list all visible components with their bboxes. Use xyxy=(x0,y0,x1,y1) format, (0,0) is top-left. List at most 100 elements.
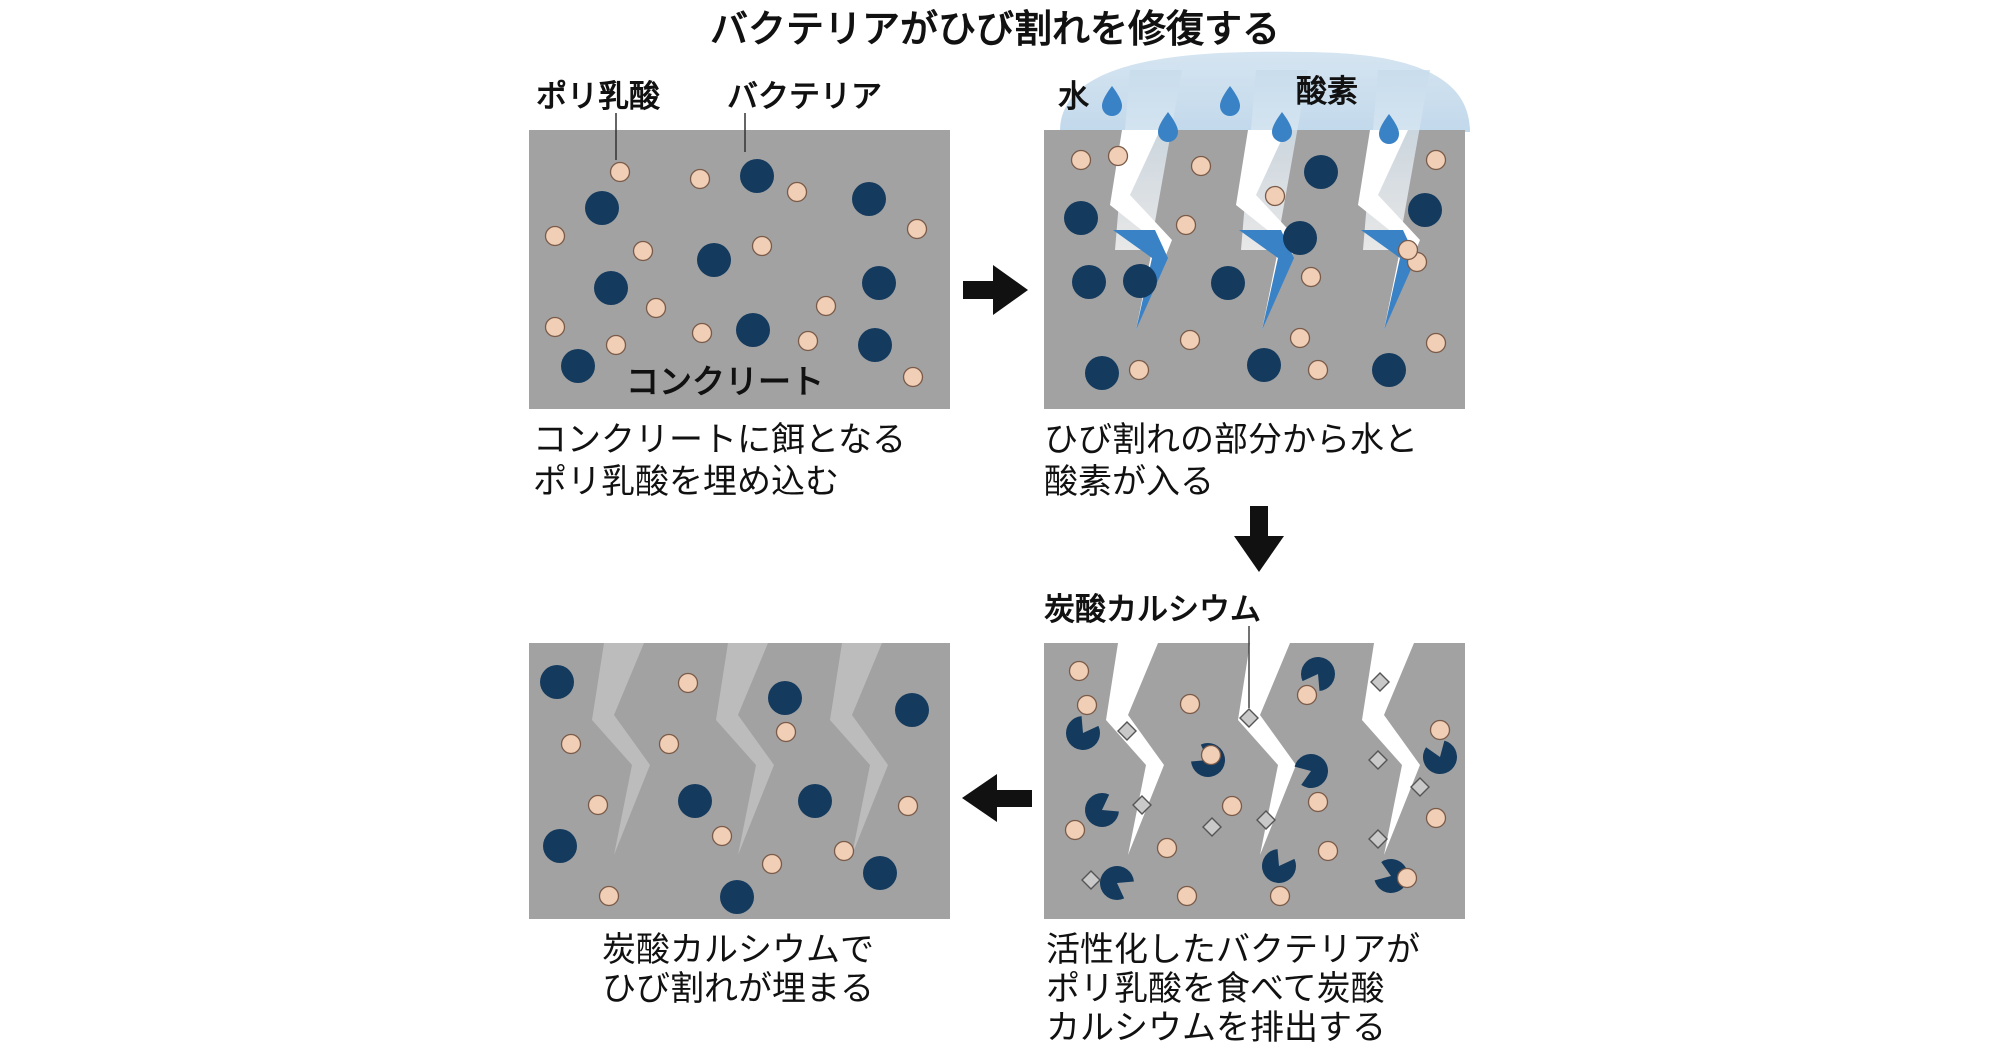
polylactic-acid-particle xyxy=(713,827,732,846)
polylactic-acid-particle xyxy=(1178,887,1197,906)
step-4-caption-line-1: 炭酸カルシウムで xyxy=(602,930,874,970)
bacteria-cell xyxy=(1064,201,1098,235)
bacteria-cell xyxy=(1072,265,1106,299)
step-4-caption-line-2: ひび割れが埋まる xyxy=(602,969,874,1009)
bacteria-cell xyxy=(740,159,774,193)
bacteria-cell xyxy=(862,266,896,300)
bacteria-cell xyxy=(1211,266,1245,300)
arrow-down-icon xyxy=(1234,506,1284,572)
polylactic-acid-particle xyxy=(1158,839,1177,858)
bacteria-cell xyxy=(1304,155,1338,189)
calcium-carbonate-label: 炭酸カルシウム xyxy=(1044,592,1261,628)
bacteria-cell xyxy=(594,271,628,305)
step-1-caption-line-2: ポリ乳酸を埋め込む xyxy=(533,462,839,502)
polylactic-acid-particle xyxy=(679,674,698,693)
polylactic-acid-particle xyxy=(777,723,796,742)
arrow-right-icon xyxy=(963,265,1028,315)
bacteria-cell xyxy=(1085,356,1119,390)
bacteria-label: バクテリア xyxy=(727,79,882,115)
polylactic-acid-particle xyxy=(835,842,854,861)
bacteria-cell xyxy=(1408,193,1442,227)
bacteria-cell xyxy=(1283,221,1317,255)
polylactic-acid-particle xyxy=(611,163,630,182)
polylactic-acid-particle xyxy=(693,324,712,343)
polylactic-acid-particle xyxy=(1309,361,1328,380)
bacteria-cell xyxy=(1247,348,1281,382)
polylactic-acid-particle xyxy=(763,855,782,874)
bacteria-cell xyxy=(858,328,892,362)
step-2-caption-line-2: 酸素が入る xyxy=(1044,462,1214,502)
bacteria-cell xyxy=(1123,264,1157,298)
polylactic-acid-particle xyxy=(1181,695,1200,714)
polylactic-acid-particle xyxy=(647,299,666,318)
bacteria-cell xyxy=(768,681,802,715)
polylactic-acid-particle xyxy=(1427,334,1446,353)
polylactic-acid-particle xyxy=(1398,869,1417,888)
water-label: 水 xyxy=(1058,79,1090,115)
polylactic-acid-particle xyxy=(908,220,927,239)
polylactic-acid-particle xyxy=(899,797,918,816)
bacteria-cell xyxy=(678,784,712,818)
bacteria-cell xyxy=(585,191,619,225)
polylactic-acid-particle xyxy=(1066,821,1085,840)
step-3-caption-line-2: ポリ乳酸を食べて炭酸 xyxy=(1046,969,1385,1009)
bacteria-cell xyxy=(852,182,886,216)
polylactic-acid-particle xyxy=(788,183,807,202)
polylactic-acid-particle xyxy=(1298,686,1317,705)
bacteria-cell xyxy=(543,829,577,863)
diagram-title: バクテリアがひび割れを修復する xyxy=(710,7,1280,51)
step-1-caption-line-1: コンクリートに餌となる xyxy=(533,420,906,460)
polylactic-acid-particle xyxy=(1302,268,1321,287)
panel-4: 炭酸カルシウムで ひび割れが埋まる xyxy=(529,643,950,1009)
polylactic-acid-particle xyxy=(1427,809,1446,828)
concrete-label: コンクリート xyxy=(626,362,824,401)
bacteria-cell xyxy=(561,349,595,383)
bacteria-cell xyxy=(798,784,832,818)
polylactic-acid-particle xyxy=(660,735,679,754)
bacteria-cell xyxy=(895,693,929,727)
arrow-left-icon xyxy=(962,774,1032,822)
bacteria-cell xyxy=(697,243,731,277)
polylactic-acid-particle xyxy=(1181,331,1200,350)
bacteria-cell xyxy=(736,313,770,347)
polylactic-acid-particle xyxy=(1223,797,1242,816)
polylactic-acid-particle xyxy=(600,887,619,906)
polylactic-acid-label: ポリ乳酸 xyxy=(536,79,661,115)
polylactic-acid-particle xyxy=(546,318,565,337)
bacteria-cell xyxy=(1372,353,1406,387)
polylactic-acid-particle xyxy=(1109,147,1128,166)
polylactic-acid-particle xyxy=(1192,157,1211,176)
polylactic-acid-particle xyxy=(1431,721,1450,740)
panel-1: ポリ乳酸 バクテリア コンクリート コンクリートに餌となる ポリ乳酸を埋め込む xyxy=(529,79,950,502)
step-2-caption-line-1: ひび割れの部分から水と xyxy=(1044,420,1418,460)
polylactic-acid-particle xyxy=(1399,241,1418,260)
polylactic-acid-particle xyxy=(1202,746,1221,765)
oxygen-label: 酸素 xyxy=(1296,74,1358,110)
polylactic-acid-particle xyxy=(1319,842,1338,861)
panel-2: 水 酸素 ひび割れの部分から水と 酸素が入る xyxy=(1044,52,1470,502)
polylactic-acid-particle xyxy=(753,237,772,256)
panel-3: 炭酸カルシウム 活性化したバクテリアが ポリ乳酸を食べて炭酸 カルシウムを排出す… xyxy=(1044,592,1465,1047)
polylactic-acid-particle xyxy=(607,336,626,355)
polylactic-acid-particle xyxy=(1271,887,1290,906)
polylactic-acid-particle xyxy=(799,332,818,351)
polylactic-acid-particle xyxy=(1291,329,1310,348)
polylactic-acid-particle xyxy=(1130,361,1149,380)
bacteria-cell xyxy=(540,665,574,699)
polylactic-acid-particle xyxy=(691,170,710,189)
polylactic-acid-particle xyxy=(589,796,608,815)
polylactic-acid-particle xyxy=(1177,216,1196,235)
polylactic-acid-particle xyxy=(1266,187,1285,206)
polylactic-acid-particle xyxy=(1072,151,1091,170)
polylactic-acid-particle xyxy=(634,242,653,261)
polylactic-acid-particle xyxy=(904,368,923,387)
polylactic-acid-particle xyxy=(1427,151,1446,170)
bacteria-cell xyxy=(863,856,897,890)
polylactic-acid-particle xyxy=(1070,662,1089,681)
polylactic-acid-particle xyxy=(546,227,565,246)
polylactic-acid-particle xyxy=(817,297,836,316)
step-3-caption-line-3: カルシウムを排出する xyxy=(1046,1008,1386,1047)
bacteria-cell xyxy=(720,880,754,914)
polylactic-acid-particle xyxy=(562,735,581,754)
